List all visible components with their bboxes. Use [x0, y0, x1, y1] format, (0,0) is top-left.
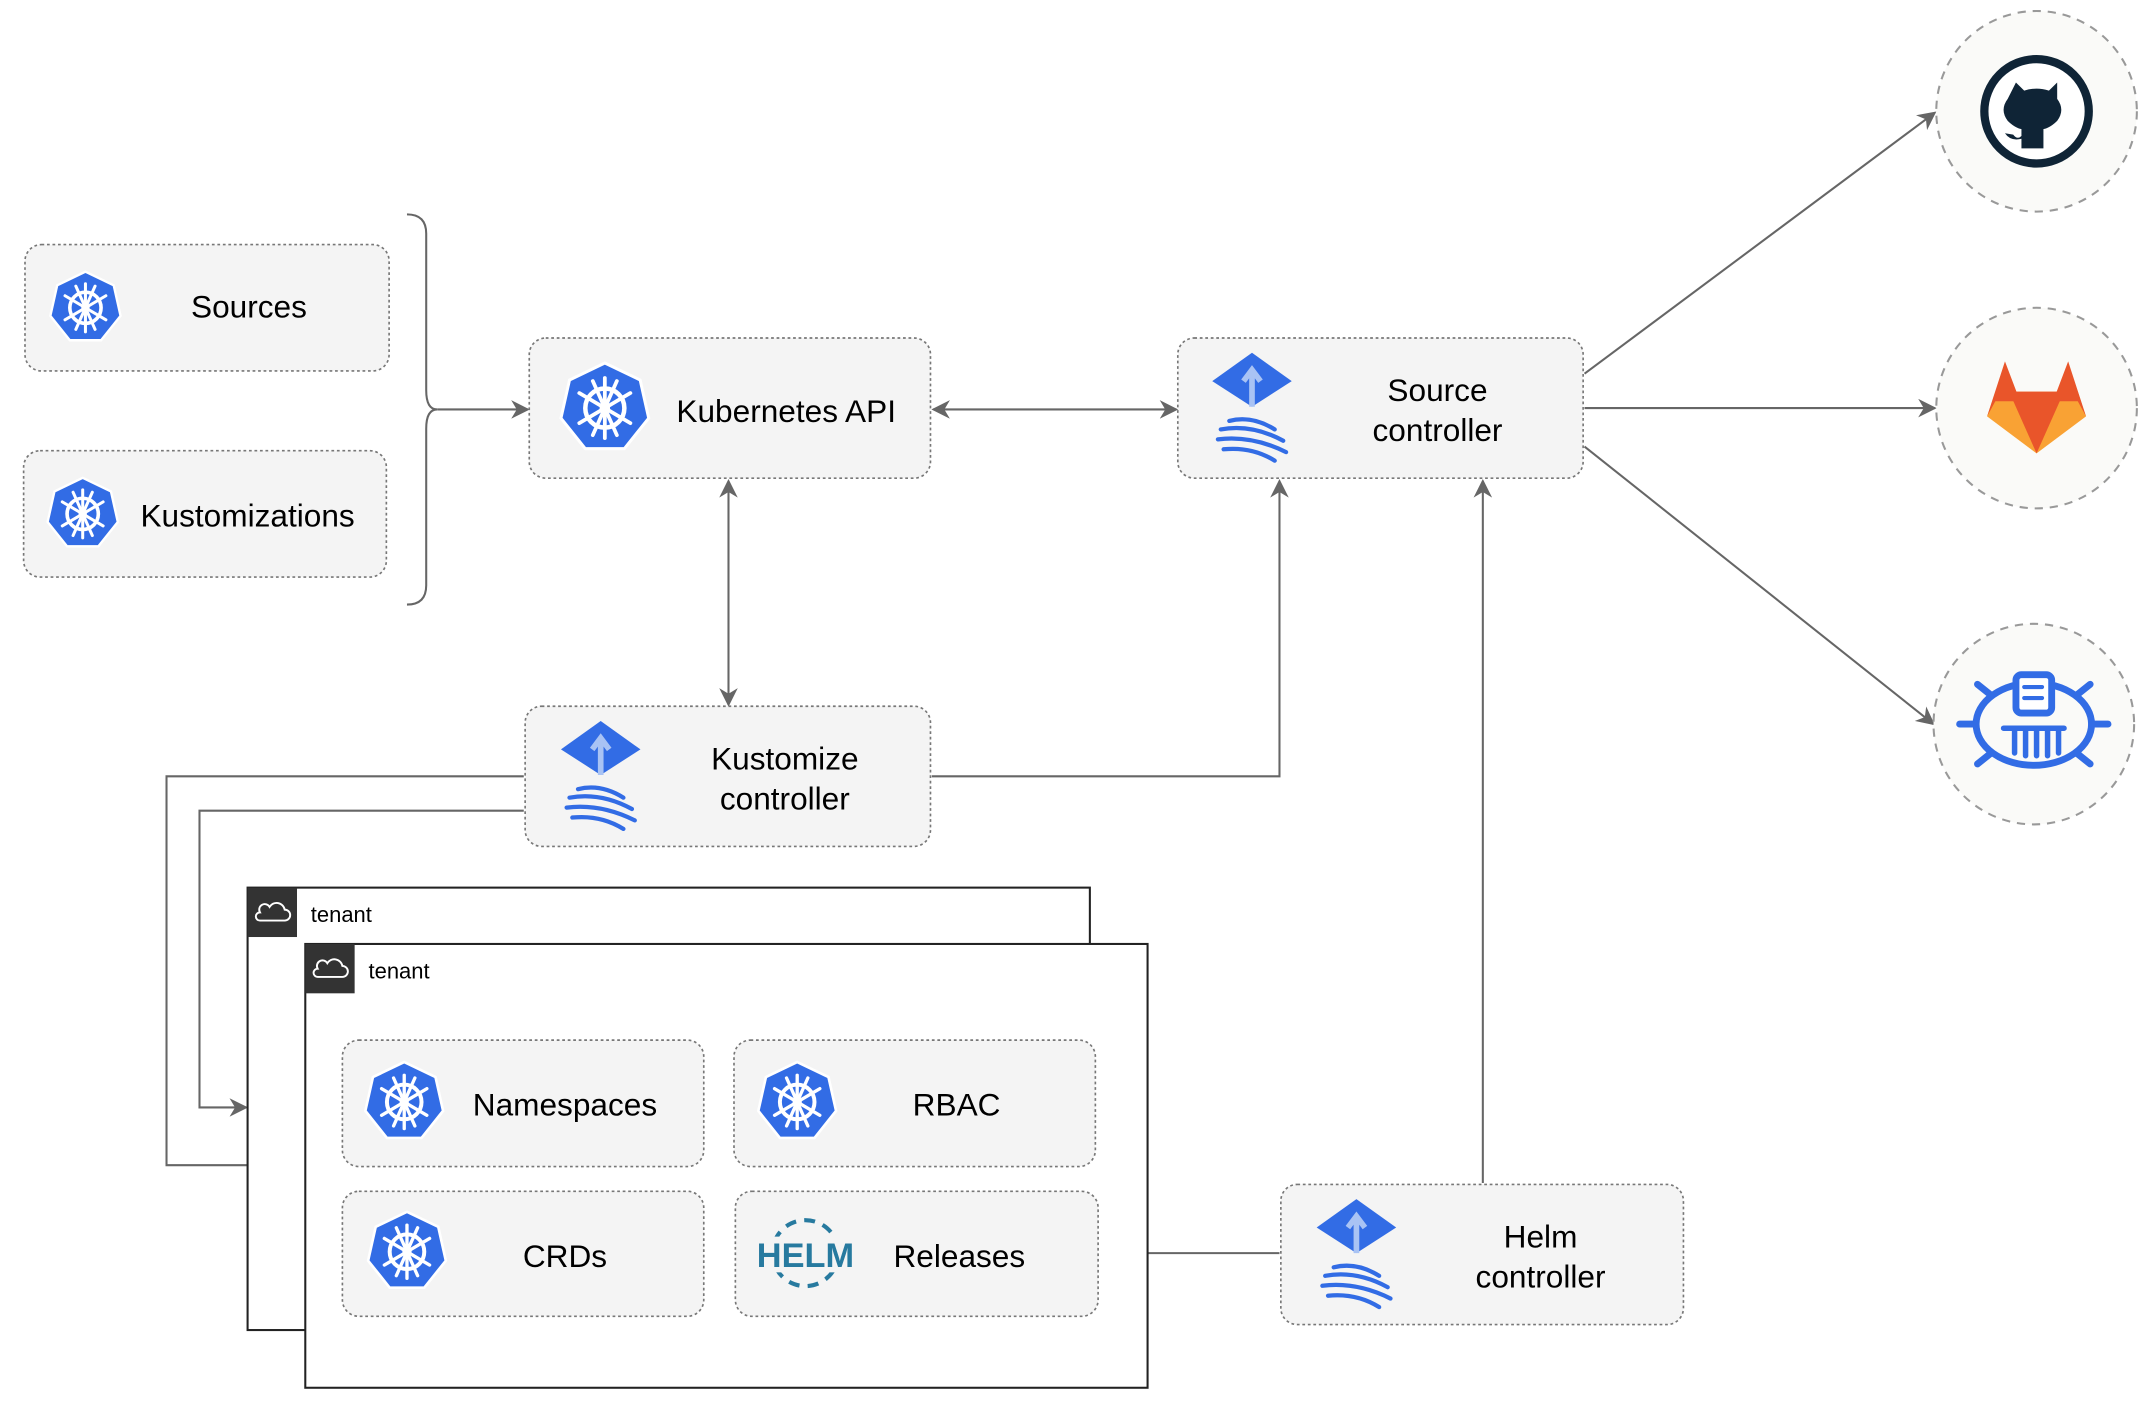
kustomize-controller-label-1: Kustomize: [711, 740, 858, 776]
svg-text:HELM: HELM: [757, 1237, 854, 1275]
node-rbac[interactable]: RBAC: [733, 1039, 1097, 1168]
source-controller-label-2: controller: [1373, 412, 1503, 448]
node-releases[interactable]: HELM Releases: [734, 1190, 1099, 1318]
gitlab-icon: [1987, 361, 2087, 454]
cloud-icon: [247, 887, 298, 938]
node-source-controller[interactable]: Source controller: [1176, 337, 1584, 479]
edges: [165, 111, 1937, 1263]
node-namespaces[interactable]: Namespaces: [341, 1039, 705, 1168]
rbac-label: RBAC: [913, 1087, 1001, 1123]
node-kubernetes-api[interactable]: Kubernetes API: [528, 337, 932, 479]
edge-source-to-github: [1583, 111, 1937, 375]
node-crds[interactable]: CRDs: [341, 1190, 705, 1318]
registry-node[interactable]: [1932, 622, 2136, 826]
brace: [406, 213, 438, 606]
source-controller-label-1: Source: [1387, 372, 1487, 408]
helm-controller-label-1: Helm: [1504, 1219, 1578, 1255]
kustomize-controller-label-2: controller: [720, 780, 850, 816]
kustomizations-label: Kustomizations: [140, 497, 354, 533]
namespaces-label: Namespaces: [473, 1087, 657, 1123]
node-kustomize-controller[interactable]: Kustomize controller: [524, 705, 932, 848]
helm-controller-label-2: controller: [1476, 1258, 1606, 1294]
cloud-icon: [305, 943, 355, 994]
edge-source-to-registry: [1583, 445, 1935, 726]
gitlab-node[interactable]: [1935, 306, 2138, 510]
edge-kustomize-to-tenant-1: [198, 809, 524, 1117]
edge-kustomize-to-source: [931, 479, 1289, 778]
github-node[interactable]: [1935, 9, 2138, 213]
edge-kustomize-to-tenant-2: [165, 775, 524, 1175]
node-helm-controller[interactable]: Helm controller: [1280, 1183, 1685, 1326]
releases-label: Releases: [893, 1238, 1025, 1274]
helm-icon: HELM: [753, 1218, 858, 1289]
crds-label: CRDs: [523, 1238, 607, 1274]
tenant-label: tenant: [369, 958, 430, 983]
tenant-label: tenant: [311, 902, 372, 927]
node-kustomizations[interactable]: Kustomizations: [22, 449, 388, 578]
github-icon: [1980, 54, 2093, 168]
harbor-icon: [1956, 671, 2112, 769]
kubernetes-api-label: Kubernetes API: [676, 393, 896, 429]
sources-label: Sources: [191, 288, 307, 324]
node-sources[interactable]: Sources: [24, 243, 390, 372]
